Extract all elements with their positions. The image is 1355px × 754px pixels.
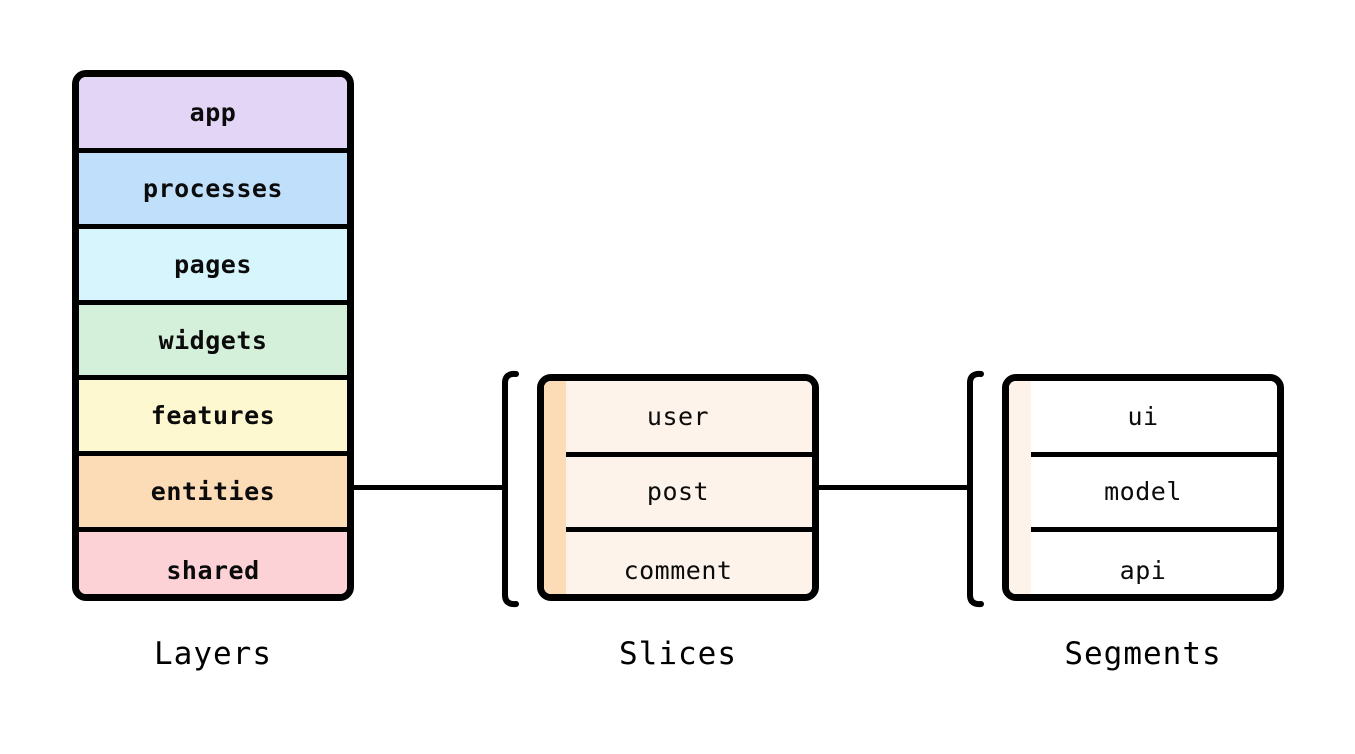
slice-accent-stripe — [544, 381, 566, 455]
layers-group: app processes pages widgets features ent… — [72, 70, 354, 601]
layer-row-shared[interactable]: shared — [79, 532, 347, 594]
slice-accent-stripe — [544, 529, 566, 594]
layer-row-processes[interactable]: processes — [79, 152, 347, 229]
layer-row-features[interactable]: features — [79, 380, 347, 457]
segments-bracket-icon — [957, 366, 987, 612]
layer-label-features: features — [150, 401, 276, 431]
slice-label-comment: comment — [623, 555, 733, 585]
layer-row-entities[interactable]: entities — [79, 456, 347, 533]
segment-row-model[interactable]: model — [1009, 453, 1277, 533]
segment-row-ui[interactable]: ui — [1009, 381, 1277, 457]
segment-accent-stripe — [1009, 453, 1031, 531]
segments-group: ui model api — [1002, 374, 1284, 601]
slice-row-user[interactable]: user — [544, 381, 812, 457]
layer-label-processes: processes — [143, 173, 283, 203]
caption-slices: Slices — [619, 636, 737, 672]
slice-row-post[interactable]: post — [544, 453, 812, 533]
layer-label-shared: shared — [166, 555, 260, 585]
layer-row-widgets[interactable]: widgets — [79, 304, 347, 381]
layer-row-app[interactable]: app — [79, 77, 347, 153]
slices-group: user post comment — [537, 374, 819, 601]
slice-accent-stripe — [544, 453, 566, 531]
layer-label-pages: pages — [174, 249, 252, 279]
slice-row-comment[interactable]: comment — [544, 529, 812, 594]
caption-layers: Layers — [154, 636, 272, 672]
segment-label-api: api — [1119, 555, 1167, 585]
layer-label-app: app — [189, 97, 237, 127]
segment-row-api[interactable]: api — [1009, 529, 1277, 594]
layer-label-entities: entities — [150, 477, 276, 507]
connector-layers-to-slices — [353, 485, 503, 490]
segment-accent-stripe — [1009, 381, 1031, 455]
segment-label-model: model — [1104, 477, 1182, 507]
layer-row-pages[interactable]: pages — [79, 228, 347, 305]
connector-slices-to-segments — [818, 485, 969, 490]
caption-segments: Segments — [1064, 636, 1222, 672]
slices-bracket-icon — [492, 366, 522, 612]
segment-accent-stripe — [1009, 529, 1031, 594]
slice-label-user: user — [646, 401, 710, 431]
layer-label-widgets: widgets — [158, 325, 268, 355]
slice-label-post: post — [646, 477, 710, 507]
segment-label-ui: ui — [1127, 401, 1159, 431]
